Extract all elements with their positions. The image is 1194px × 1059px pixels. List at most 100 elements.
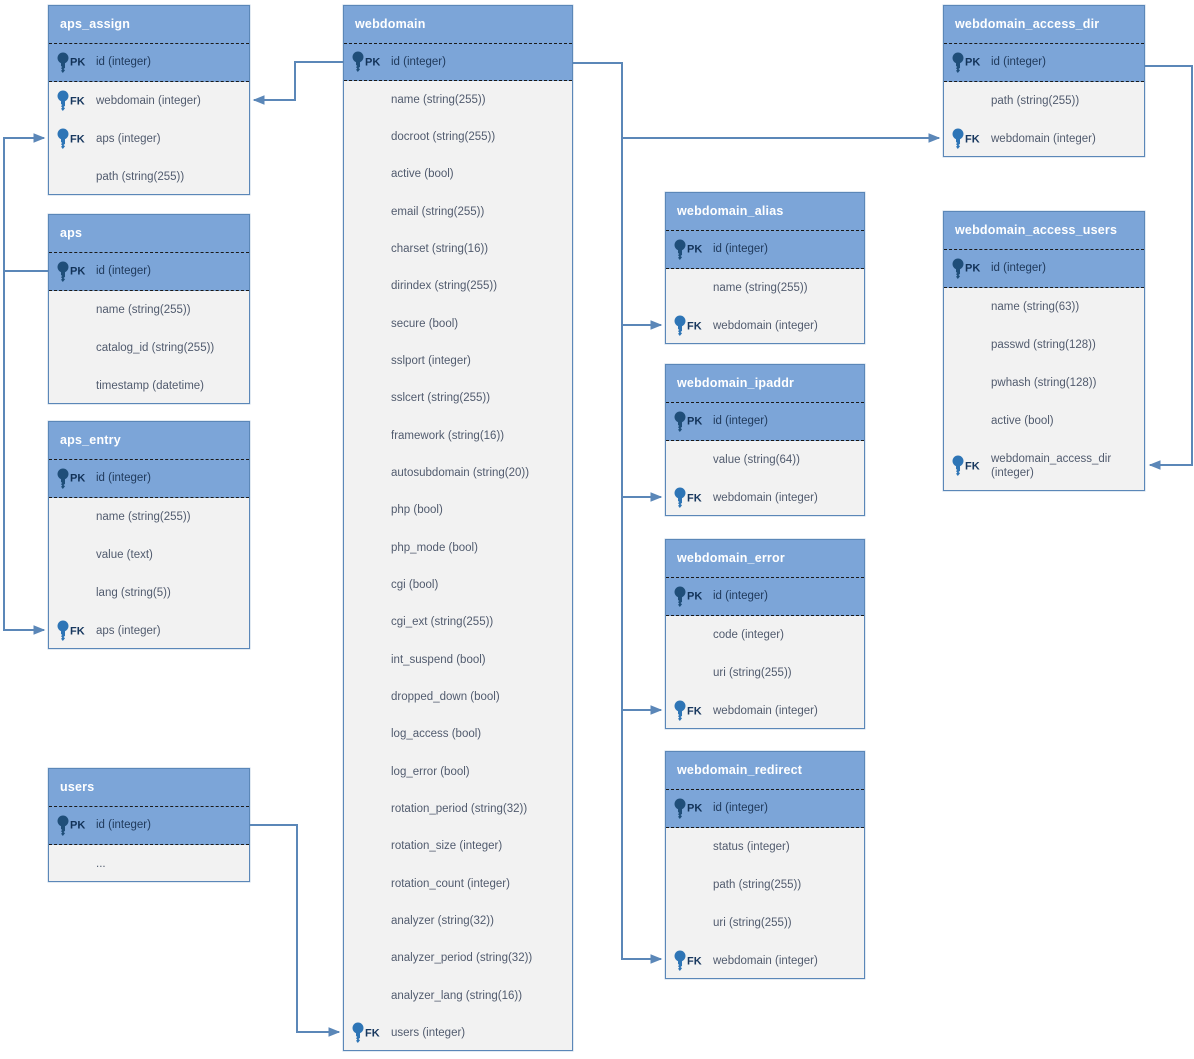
field-row[interactable]: sslport (integer) bbox=[344, 343, 572, 380]
field-label: webdomain (integer) bbox=[713, 704, 818, 717]
field-label: charset (string(16)) bbox=[391, 243, 489, 256]
field-row[interactable]: uri (string(255)) bbox=[666, 904, 864, 942]
field-row[interactable]: name (string(63)) bbox=[944, 288, 1144, 326]
field-row[interactable]: value (text) bbox=[49, 536, 249, 574]
field-row[interactable]: analyzer_lang (string(16)) bbox=[344, 977, 572, 1014]
field-row[interactable]: path (string(255)) bbox=[49, 158, 249, 196]
field-label: php_mode (bool) bbox=[391, 541, 478, 554]
connector-access-dir-to-access-users bbox=[1145, 65, 1193, 470]
field-row[interactable]: docroot (string(255)) bbox=[344, 119, 572, 156]
field-row[interactable]: log_error (bool) bbox=[344, 753, 572, 790]
connector-users-to-webdomain bbox=[250, 824, 341, 1037]
field-row[interactable]: timestamp (datetime) bbox=[49, 367, 249, 405]
field-label: id (integer) bbox=[713, 802, 768, 815]
field-row[interactable]: sslcert (string(255)) bbox=[344, 380, 572, 417]
field-row[interactable]: path (string(255)) bbox=[666, 866, 864, 904]
key-icon: FK bbox=[952, 128, 990, 150]
field-row[interactable]: autosubdomain (string(20)) bbox=[344, 455, 572, 492]
key-icon: PK bbox=[674, 586, 712, 607]
field-label: name (string(255)) bbox=[391, 93, 486, 106]
field-row[interactable]: framework (string(16)) bbox=[344, 417, 572, 454]
field-row[interactable]: name (string(255)) bbox=[344, 81, 572, 118]
field-row[interactable]: status (integer) bbox=[666, 828, 864, 866]
field-row[interactable]: email (string(255)) bbox=[344, 193, 572, 230]
field-row[interactable]: active (bool) bbox=[944, 402, 1144, 440]
field-row[interactable]: php_mode (bool) bbox=[344, 529, 572, 566]
field-row[interactable]: rotation_count (integer) bbox=[344, 865, 572, 902]
field-row[interactable]: analyzer (string(32)) bbox=[344, 903, 572, 940]
connector-aps-to-aps-assign bbox=[3, 133, 46, 271]
field-row[interactable]: name (string(255)) bbox=[49, 291, 249, 329]
field-row[interactable]: log_access (bool) bbox=[344, 716, 572, 753]
field-row[interactable]: int_suspend (bool) bbox=[344, 641, 572, 678]
field-row[interactable]: dropped_down (bool) bbox=[344, 679, 572, 716]
field-row[interactable]: name (string(255)) bbox=[666, 269, 864, 307]
field-row[interactable]: cgi (bool) bbox=[344, 567, 572, 604]
field-row[interactable]: rotation_period (string(32)) bbox=[344, 791, 572, 828]
field-row[interactable]: active (bool) bbox=[344, 156, 572, 193]
field-row[interactable]: code (integer) bbox=[666, 616, 864, 654]
table-title: aps bbox=[49, 215, 249, 253]
table-title: webdomain_alias bbox=[666, 193, 864, 231]
field-row[interactable]: catalog_id (string(255)) bbox=[49, 329, 249, 367]
field-row[interactable]: pwhash (string(128)) bbox=[944, 364, 1144, 402]
field-row[interactable]: lang (string(5)) bbox=[49, 574, 249, 612]
table-title: users bbox=[49, 769, 249, 807]
field-row[interactable]: name (string(255)) bbox=[49, 498, 249, 536]
field-label: rotation_size (integer) bbox=[391, 840, 503, 853]
field-label: secure (bool) bbox=[391, 317, 459, 330]
field-row[interactable]: charset (string(16)) bbox=[344, 231, 572, 268]
field-row[interactable]: secure (bool) bbox=[344, 305, 572, 342]
field-row[interactable]: rotation_size (integer) bbox=[344, 828, 572, 865]
field-row[interactable]: ... bbox=[49, 845, 249, 883]
field-row[interactable]: dirindex (string(255)) bbox=[344, 268, 572, 305]
field-row[interactable]: analyzer_period (string(32)) bbox=[344, 940, 572, 977]
key-icon: FK bbox=[674, 487, 712, 509]
field-row[interactable]: uri (string(255)) bbox=[666, 654, 864, 692]
field-row[interactable]: php (bool) bbox=[344, 492, 572, 529]
field-row[interactable]: path (string(255)) bbox=[944, 82, 1144, 120]
field-row[interactable]: value (string(64)) bbox=[666, 441, 864, 479]
field-label: ... bbox=[96, 857, 106, 870]
field-row[interactable]: passwd (string(128)) bbox=[944, 326, 1144, 364]
field-label: sslport (integer) bbox=[391, 355, 471, 368]
field-label: id (integer) bbox=[713, 415, 768, 428]
field-row[interactable]: cgi_ext (string(255)) bbox=[344, 604, 572, 641]
key-type-label: PK bbox=[965, 56, 981, 69]
